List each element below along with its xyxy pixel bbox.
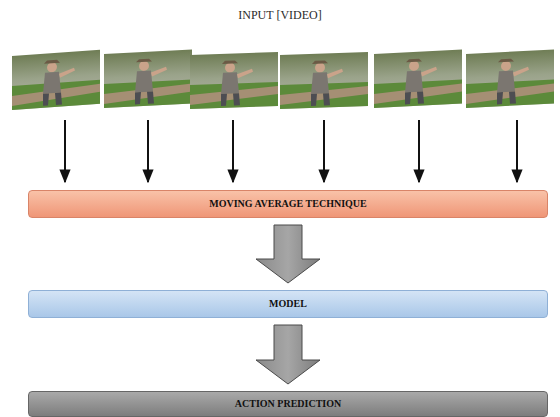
video-frame bbox=[374, 49, 462, 108]
video-frame bbox=[280, 52, 368, 109]
video-frame-strip bbox=[12, 49, 554, 110]
frame-arrow bbox=[516, 120, 518, 182]
frame-arrow bbox=[64, 120, 66, 182]
block-arrow bbox=[256, 325, 320, 384]
diagram-title: INPUT [VIDEO] bbox=[0, 8, 560, 23]
video-frame bbox=[12, 50, 100, 110]
frame-arrow bbox=[323, 120, 325, 182]
model-band: MODEL bbox=[28, 290, 548, 318]
band-label: ACTION PREDICTION bbox=[229, 398, 347, 410]
frame-arrow bbox=[418, 120, 420, 182]
video-frame bbox=[190, 52, 278, 109]
output-band: ACTION PREDICTION bbox=[28, 391, 548, 417]
video-frame bbox=[104, 49, 192, 108]
frame-arrow bbox=[232, 120, 234, 182]
video-frame bbox=[466, 49, 554, 108]
band-label: MODEL bbox=[263, 298, 313, 310]
block-arrow bbox=[256, 225, 320, 283]
frame-arrows bbox=[65, 120, 517, 182]
process-band: MOVING AVERAGE TECHNIQUE bbox=[28, 190, 548, 218]
frame-arrow bbox=[147, 120, 149, 182]
band-label: MOVING AVERAGE TECHNIQUE bbox=[203, 198, 372, 210]
